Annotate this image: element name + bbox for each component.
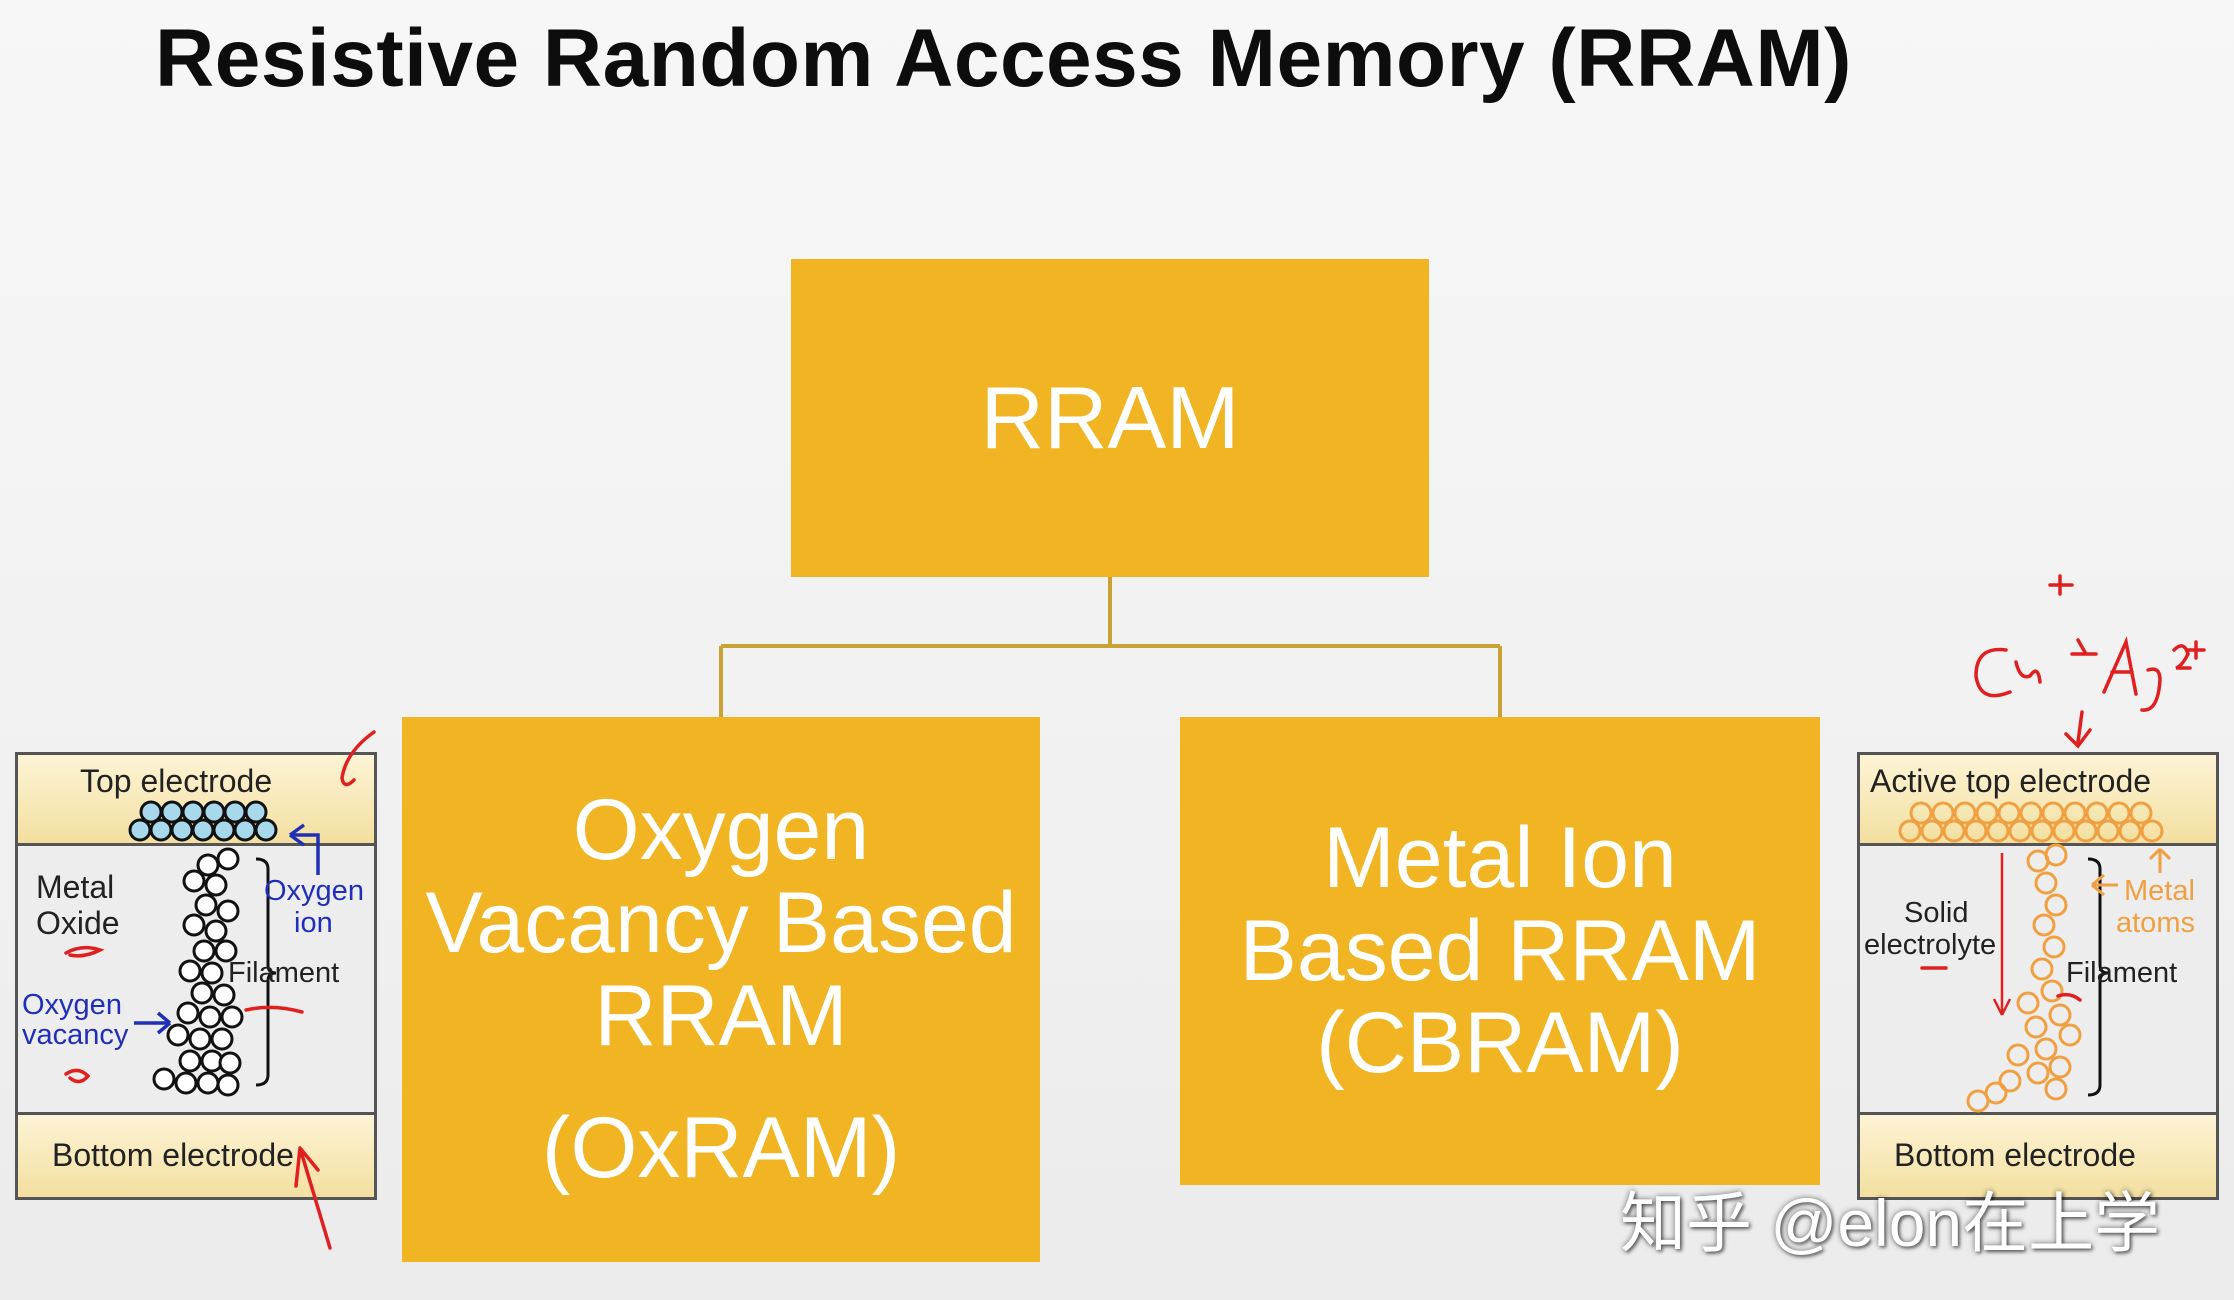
- filament-label: Filament: [228, 957, 340, 989]
- oxygen-ion-label-1: Oxygen: [264, 875, 364, 907]
- active-top-electrode-label: Active top electrode: [1870, 763, 2152, 799]
- oxygen-ion-label-2: ion: [294, 907, 333, 939]
- node-cbram-line-1: Metal Ion: [1323, 809, 1677, 906]
- node-oxram-abbrev: (OxRAM): [541, 1100, 901, 1197]
- cbram-filament-illustration: [1898, 801, 2172, 1113]
- node-oxram: Oxygen Vacancy Based RRAM (OxRAM): [402, 717, 1040, 1262]
- oxram-cell-diagram: Top electrode Metal Oxide Oxygen ion Fil…: [15, 752, 377, 1200]
- solid-electrolyte-label-2: electrolyte: [1864, 929, 1997, 961]
- node-cbram: Metal Ion Based RRAM (CBRAM): [1180, 717, 1820, 1185]
- node-cbram-line-3: (CBRAM): [1316, 995, 1684, 1092]
- node-cbram-line-2: Based RRAM: [1239, 902, 1761, 999]
- metal-atoms-label-1: Metal: [2124, 875, 2195, 907]
- bottom-electrode-label: Bottom electrode: [1894, 1137, 2136, 1173]
- metal-atoms-label-2: atoms: [2116, 907, 2195, 939]
- node-oxram-line-3: RRAM: [594, 967, 848, 1064]
- node-oxram-line-1: Oxygen: [572, 781, 870, 878]
- bottom-electrode-label: Bottom electrode: [52, 1137, 294, 1173]
- oxygen-vacancy-label-1: Oxygen: [22, 989, 122, 1021]
- oxygen-vacancy-label-2: vacancy: [22, 1019, 129, 1051]
- page-title: Resistive Random Access Memory (RRAM): [155, 13, 1852, 104]
- node-rram: RRAM: [791, 259, 1429, 577]
- top-electrode-label: Top electrode: [80, 763, 273, 799]
- node-rram-label: RRAM: [980, 368, 1240, 467]
- cbram-cell-diagram: Active top electrode Solid electrolyte M…: [1857, 752, 2219, 1200]
- oxram-filament-illustration: [128, 800, 320, 1097]
- metal-oxide-label-1: Metal: [36, 869, 115, 905]
- node-oxram-line-2: Vacancy Based: [425, 874, 1017, 971]
- metal-oxide-label-2: Oxide: [36, 905, 120, 941]
- bottom-electrode-layer: [1860, 1112, 2216, 1197]
- zhihu-watermark: 知乎 @elon在上学: [1620, 1186, 2161, 1260]
- bottom-electrode-layer: [18, 1112, 374, 1197]
- solid-electrolyte-label-1: Solid: [1904, 897, 1969, 929]
- filament-label: Filament: [2066, 957, 2178, 989]
